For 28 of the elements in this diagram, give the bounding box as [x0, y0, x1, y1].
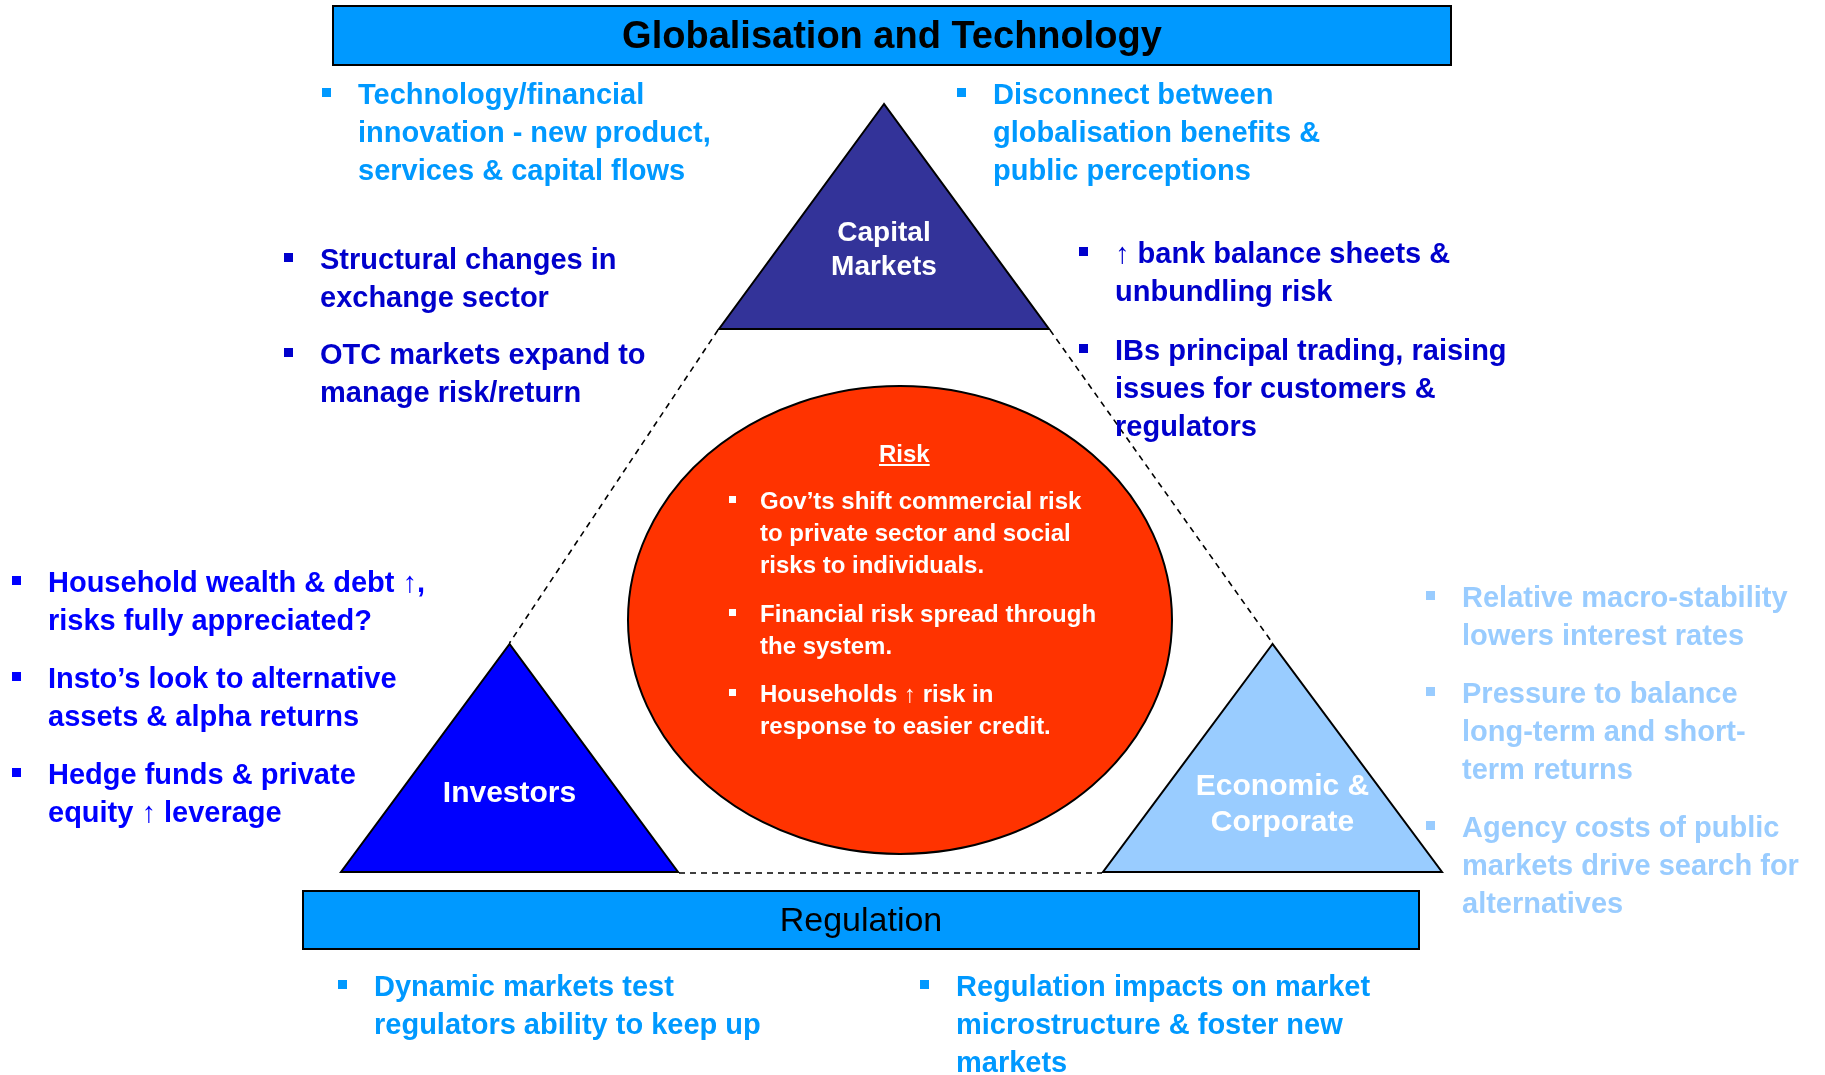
bullet-text: Regulation impacts on market microstructure & foster new markets: [956, 970, 1371, 1075]
dashed-line: [508, 329, 719, 644]
bullet-text: Technology/financial innovation - new product, services & capital flows: [358, 78, 711, 186]
bullet-text: OTC markets expand to manage risk/return: [320, 338, 646, 408]
bullet-text: Structural changes in exchange sector: [320, 243, 617, 313]
bullet-text: Financial risk spread through the system.: [760, 600, 1097, 659]
bullet-text: Agency costs of public markets drive search for alternatives: [1462, 811, 1799, 919]
bullet-text: Relative macro-stability lowers interest rates: [1462, 581, 1788, 651]
title-band: [332, 5, 1452, 66]
bullet-text: IBs principal trading, raising issues for customers & regulators: [1115, 334, 1507, 442]
bullet-text: Household wealth & debt ↑, risks fully appreciated?: [48, 566, 425, 636]
bullet-text: Households ↑ risk in response to easier credit.: [760, 680, 1051, 739]
bullet-text: Pressure to balance long-term and short-term returns: [1462, 677, 1746, 785]
dashed-line: [678, 872, 1103, 874]
bullet-text: Hedge funds & private equity ↑ leverage: [48, 758, 356, 828]
triangle-label: Economic & Corporate: [1195, 768, 1370, 837]
triangle-label: Investors: [442, 775, 577, 808]
heading: Risk: [879, 439, 930, 469]
bullet-text: ↑ bank balance sheets & unbundling risk: [1115, 237, 1451, 307]
bullet-text: Gov’ts shift commercial risk to private sector and social risks to individuals.: [760, 487, 1082, 578]
bullet-text: Dynamic markets test regulators ability to keep up: [374, 970, 761, 1040]
regulation-band: [302, 890, 1420, 950]
triangle-label: Capital Markets: [831, 216, 937, 281]
triangle: [1102, 643, 1443, 873]
bullet-text: Insto’s look to alternative assets & alpha returns: [48, 662, 397, 732]
band-label: Globalisation and Technology: [622, 14, 1162, 56]
bullet-text: Disconnect between globalisation benefits & public perceptions: [993, 78, 1321, 186]
band-label: Regulation: [779, 900, 943, 938]
